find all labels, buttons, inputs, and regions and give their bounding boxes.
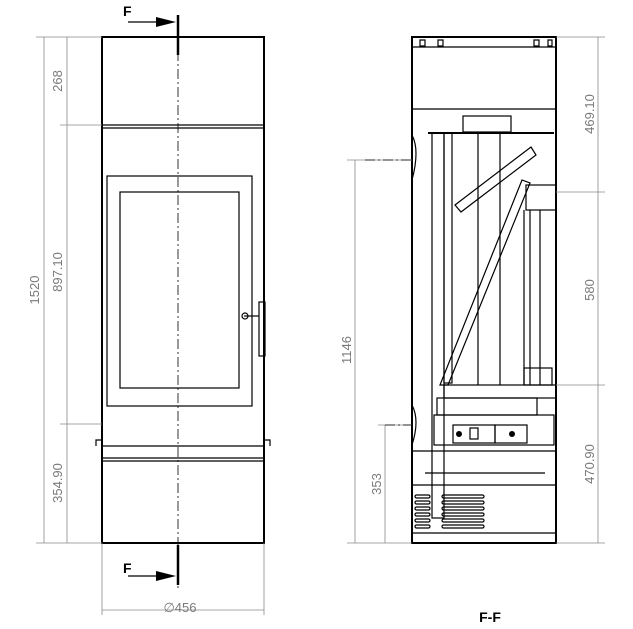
- baffle-upper: [454, 146, 537, 213]
- section-body-outline: [411, 36, 557, 544]
- front-dimensions: 1520 268 897.10 354.90 ∅456: [27, 36, 265, 615]
- section-marker-bottom: F: [123, 560, 132, 576]
- section-arrow-bottom: F: [123, 560, 176, 581]
- dim-middle: 580: [582, 279, 597, 301]
- section-marker-top: F: [123, 3, 132, 19]
- dim-bottom: 470.90: [582, 444, 597, 484]
- dim-diameter: ∅456: [163, 600, 196, 615]
- dim-top: 469.10: [582, 94, 597, 134]
- air-control: [433, 414, 555, 446]
- door-frame: [106, 175, 253, 407]
- vent-slots: [414, 494, 485, 529]
- dim-bottom-section: 354.90: [50, 463, 65, 503]
- front-view: F F 1520 268 897.10 354.90 ∅456: [27, 3, 271, 615]
- section-arrow-top: F: [123, 3, 176, 27]
- baffle-lower: [439, 179, 531, 386]
- section-view: 469.10 580 470.90 1146 353 F-F: [339, 36, 605, 625]
- feet-tabs: [95, 439, 271, 446]
- dim-air-inlet-height: 353: [369, 473, 384, 495]
- section-title: F-F: [479, 609, 501, 625]
- dim-total-height: 1520: [27, 276, 42, 305]
- dim-flue-height: 1146: [339, 336, 354, 364]
- door-glass: [119, 191, 240, 389]
- dim-door-section: 897.10: [50, 252, 65, 292]
- section-dimensions: 469.10 580 470.90 1146 353: [339, 36, 605, 544]
- door-handle[interactable]: [241, 301, 266, 357]
- stove-body-outline: [101, 36, 265, 544]
- dim-top-panel: 268: [50, 70, 65, 92]
